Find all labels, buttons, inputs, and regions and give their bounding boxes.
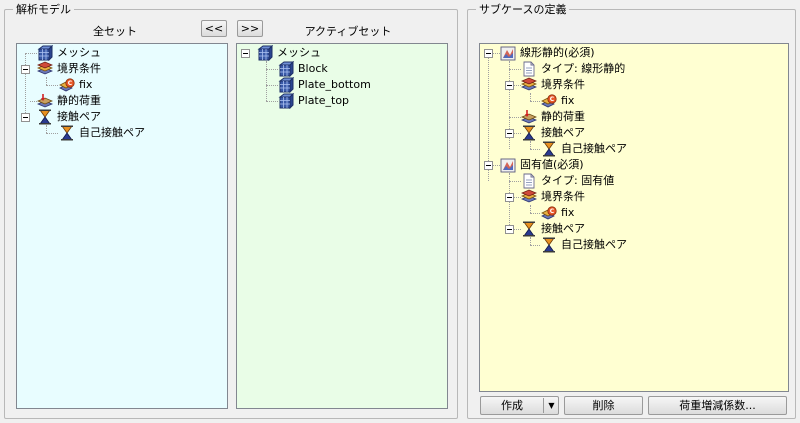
create-button-label: 作成 (501, 399, 523, 412)
tree-item-label: fix (79, 78, 93, 91)
tree-item-eigenvalue[interactable]: 固有値(必須) (480, 157, 788, 173)
boundary-condition-icon (521, 189, 537, 205)
static-load-icon (521, 109, 537, 125)
tree-item-contact-pairs[interactable]: 接触ペア (480, 221, 788, 237)
document-icon (521, 173, 537, 189)
tree-item-label: 自己接触ペア (561, 142, 627, 155)
active-set-tree[interactable]: メッシュ Block Plate_bottom Plate_top (236, 43, 448, 409)
contact-pair-icon (37, 109, 53, 125)
mesh-icon (278, 61, 294, 77)
collapse-icon[interactable] (505, 225, 514, 234)
boundary-condition-icon (37, 61, 53, 77)
load-factor-button-label: 荷重増減係数... (679, 399, 756, 412)
tree-item-label: Block (298, 62, 328, 75)
tree-item-type[interactable]: タイプ: 線形静的 (480, 61, 788, 77)
load-factor-button[interactable]: 荷重増減係数... (648, 396, 787, 415)
tree-item-label: 自己接触ペア (79, 126, 145, 139)
subcase-icon (500, 157, 516, 173)
tree-item-label: 線形静的(必須) (520, 46, 595, 59)
collapse-icon[interactable] (484, 161, 493, 170)
collapse-icon[interactable] (505, 81, 514, 90)
active-set-label: アクティブセット (304, 25, 392, 38)
tree-item-static-load[interactable]: 静的荷重 (17, 93, 227, 109)
tree-item-block[interactable]: Block (237, 61, 447, 77)
collapse-icon[interactable] (505, 193, 514, 202)
create-button[interactable]: 作成 ▼ (480, 396, 559, 415)
mesh-icon (37, 45, 53, 61)
tree-item-label: 静的荷重 (57, 94, 101, 107)
all-set-tree[interactable]: メッシュ 境界条件 fix 静的荷重 接触ペア 自己接触ペア (16, 43, 228, 409)
tree-item-self-contact-pair[interactable]: 自己接触ペア (17, 125, 227, 141)
tree-item-type[interactable]: タイプ: 固有値 (480, 173, 788, 189)
tree-item-mesh[interactable]: メッシュ (237, 45, 447, 61)
contact-pair-icon (541, 141, 557, 157)
tree-item-boundary-conditions[interactable]: 境界条件 (480, 189, 788, 205)
tree-item-label: 自己接触ペア (561, 238, 627, 251)
tree-item-boundary-conditions[interactable]: 境界条件 (480, 77, 788, 93)
tree-item-plate-top[interactable]: Plate_top (237, 93, 447, 109)
boundary-condition-icon (521, 77, 537, 93)
tree-item-label: 境界条件 (541, 78, 585, 91)
tree-item-label: fix (561, 206, 575, 219)
fix-icon (59, 77, 75, 93)
tree-item-self-contact-pair[interactable]: 自己接触ペア (480, 141, 788, 157)
tree-item-label: 静的荷重 (541, 110, 585, 123)
tree-item-label: fix (561, 94, 575, 107)
move-left-label: << (204, 22, 224, 35)
tree-item-label: 境界条件 (57, 62, 101, 75)
tree-item-fix[interactable]: fix (480, 93, 788, 109)
subcase-tree[interactable]: 線形静的(必須) タイプ: 線形静的 境界条件 fix 静的荷重 接触ペア 自己… (479, 43, 789, 392)
analysis-model-title: 解析モデル (13, 3, 74, 16)
delete-button[interactable]: 削除 (564, 396, 643, 415)
tree-item-label: 接触ペア (541, 222, 585, 235)
subcase-icon (500, 45, 516, 61)
delete-button-label: 削除 (592, 399, 615, 412)
static-load-icon (37, 93, 53, 109)
tree-item-fix[interactable]: fix (480, 205, 788, 221)
tree-item-label: Plate_bottom (298, 78, 371, 91)
move-right-label: >> (240, 22, 260, 35)
collapse-icon[interactable] (21, 113, 30, 122)
tree-item-static-load[interactable]: 静的荷重 (480, 109, 788, 125)
tree-item-label: タイプ: 固有値 (541, 174, 615, 187)
subcase-group: サブケースの定義 (467, 3, 796, 419)
tree-item-label: メッシュ (277, 46, 321, 59)
mesh-icon (257, 45, 273, 61)
collapse-icon[interactable] (21, 65, 30, 74)
tree-item-label: 接触ペア (541, 126, 585, 139)
contact-pair-icon (521, 221, 537, 237)
mesh-icon (278, 77, 294, 93)
move-right-button[interactable]: >> (237, 20, 263, 37)
collapse-icon[interactable] (484, 49, 493, 58)
move-left-button[interactable]: << (201, 20, 227, 37)
tree-item-plate-bottom[interactable]: Plate_bottom (237, 77, 447, 93)
all-set-label: 全セット (93, 25, 137, 38)
fix-icon (541, 93, 557, 109)
contact-pair-icon (521, 125, 537, 141)
collapse-icon[interactable] (505, 129, 514, 138)
collapse-icon[interactable] (241, 49, 250, 58)
tree-item-label: 境界条件 (541, 190, 585, 203)
tree-item-contact-pairs[interactable]: 接触ペア (17, 109, 227, 125)
tree-item-contact-pairs[interactable]: 接触ペア (480, 125, 788, 141)
contact-pair-icon (59, 125, 75, 141)
dropdown-arrow-icon[interactable]: ▼ (548, 401, 555, 410)
tree-item-label: Plate_top (298, 94, 350, 107)
tree-item-linear-static[interactable]: 線形静的(必須) (480, 45, 788, 61)
mesh-icon (278, 93, 294, 109)
tree-item-fix[interactable]: fix (17, 77, 227, 93)
tree-item-label: タイプ: 線形静的 (541, 62, 626, 75)
subcase-title: サブケースの定義 (476, 3, 570, 16)
tree-item-boundary-conditions[interactable]: 境界条件 (17, 61, 227, 77)
tree-item-label: 固有値(必須) (520, 158, 584, 171)
document-icon (521, 61, 537, 77)
contact-pair-icon (541, 237, 557, 253)
tree-item-label: 接触ペア (57, 110, 101, 123)
tree-item-label: メッシュ (57, 46, 101, 59)
fix-icon (541, 205, 557, 221)
tree-item-mesh[interactable]: メッシュ (17, 45, 227, 61)
analysis-model-group: 解析モデル (4, 3, 458, 419)
tree-item-self-contact-pair[interactable]: 自己接触ペア (480, 237, 788, 253)
